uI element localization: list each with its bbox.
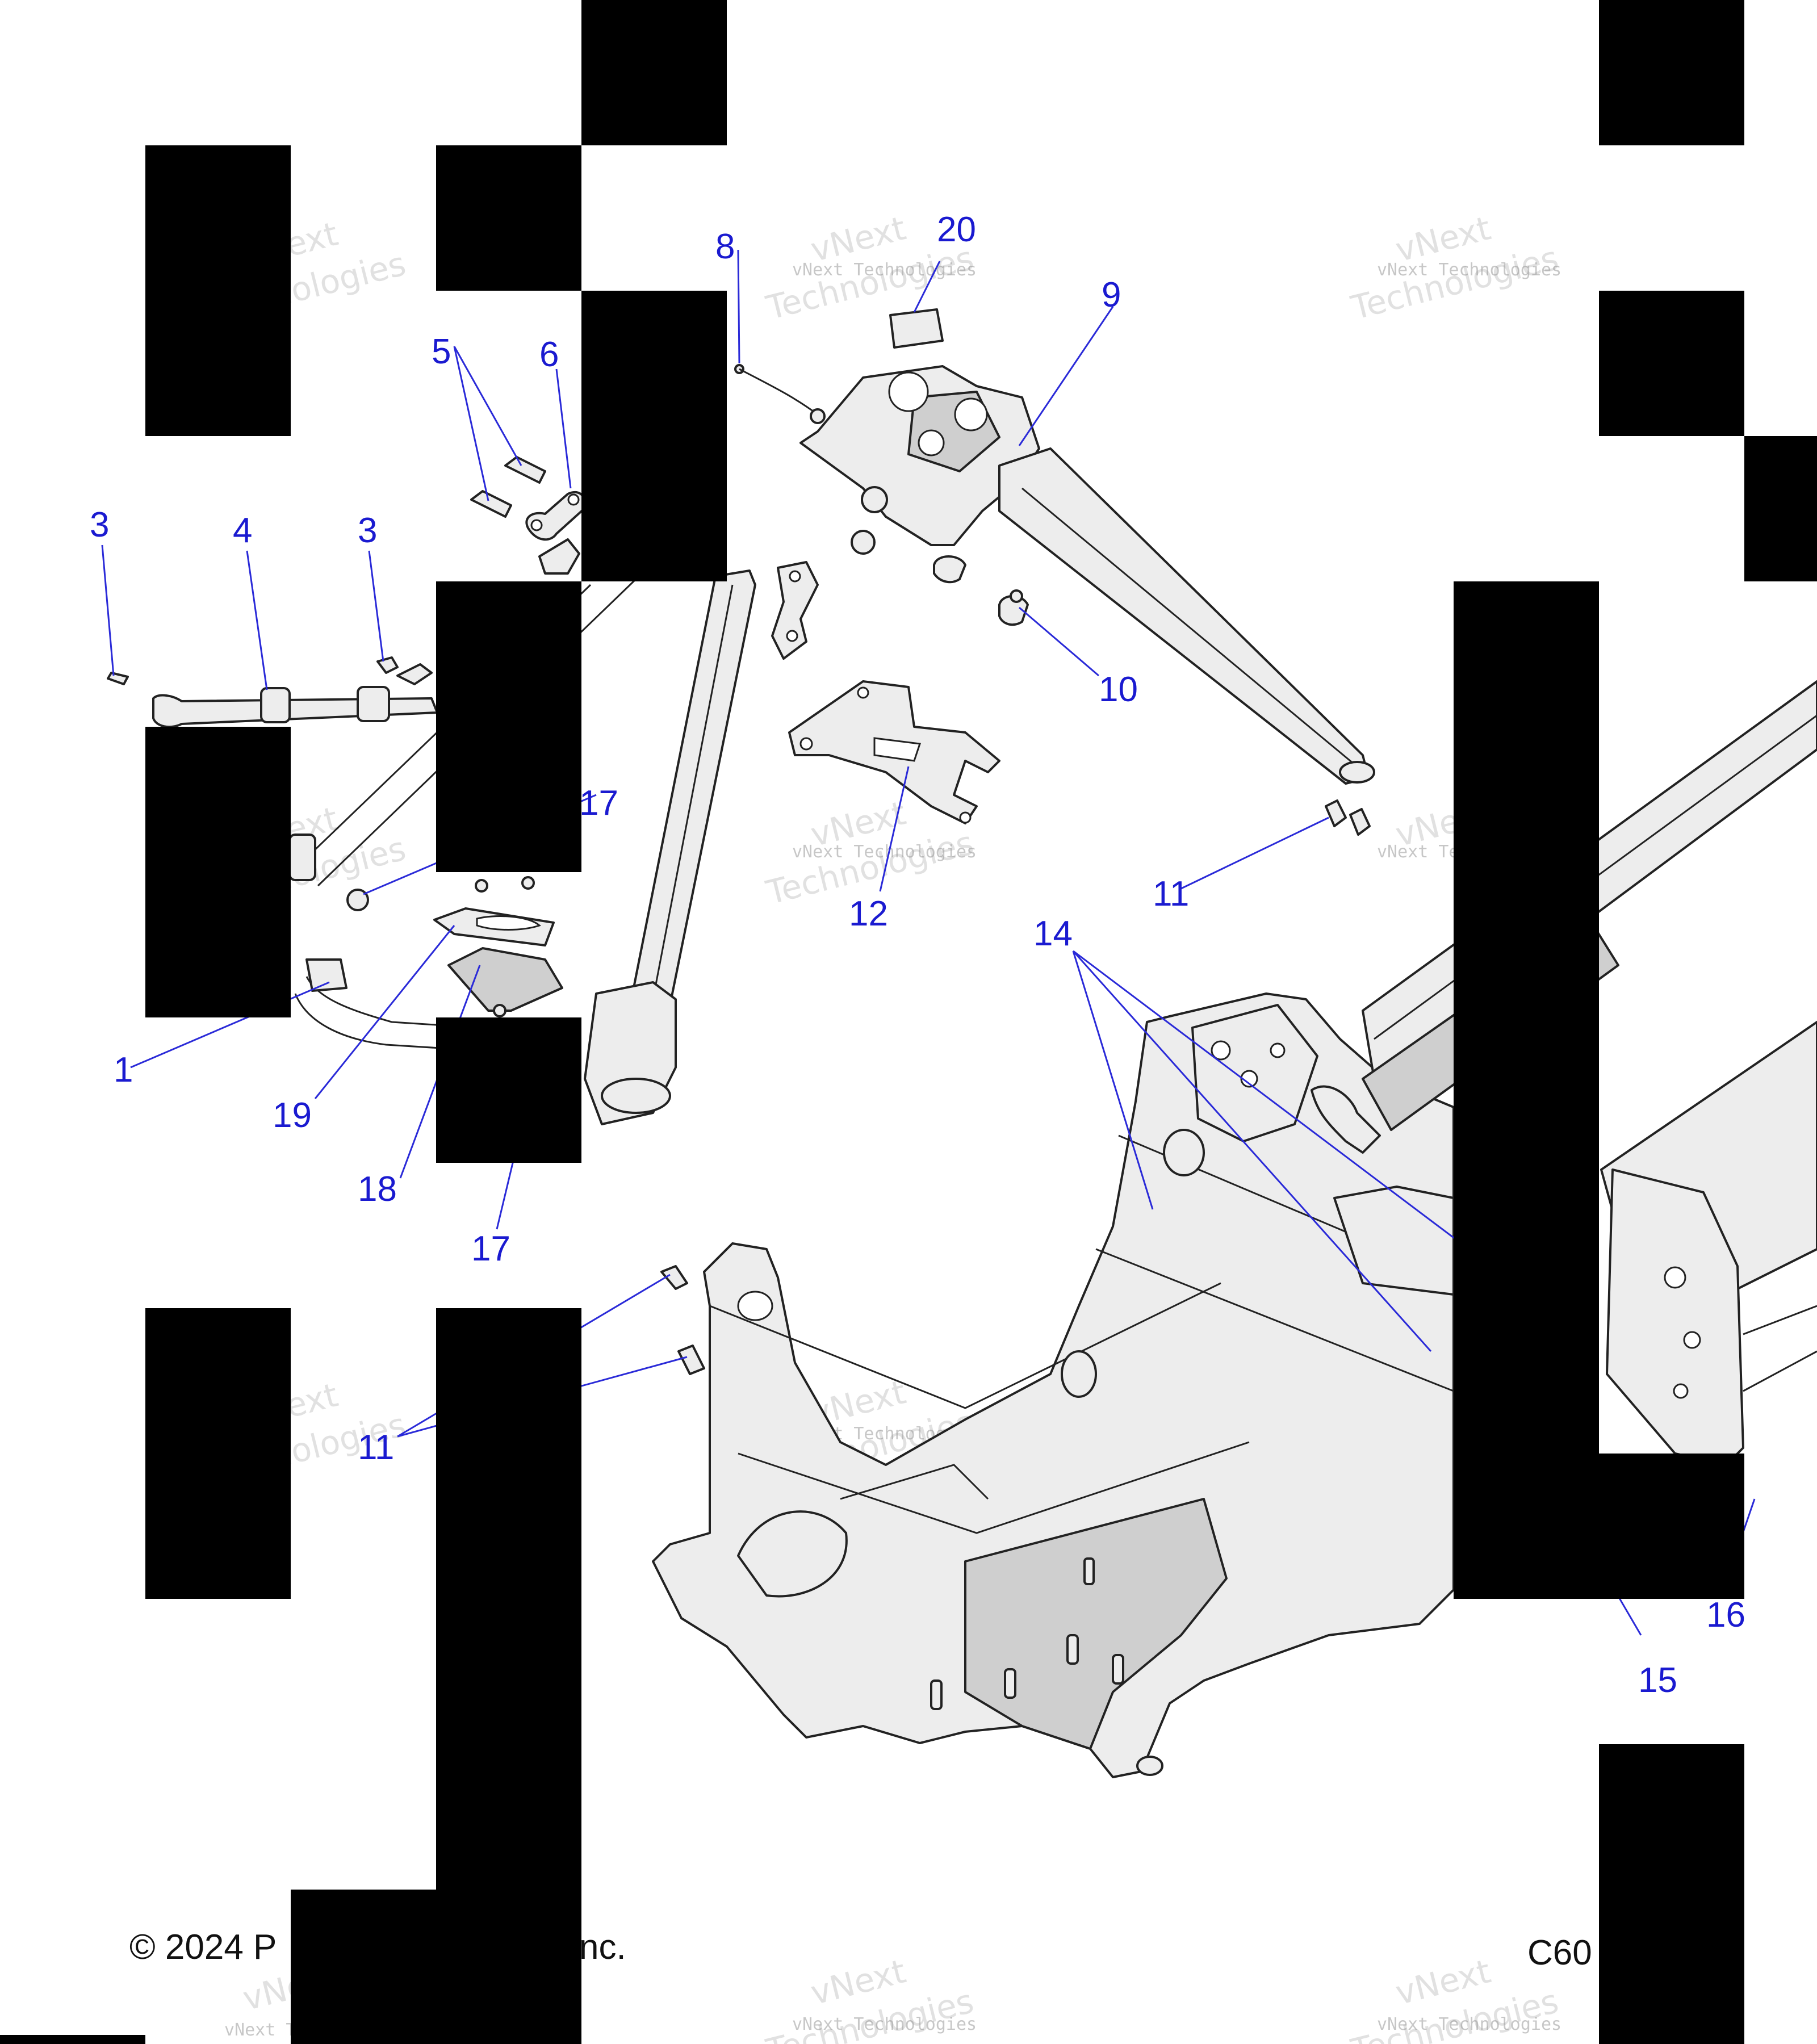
callout-4: 4 <box>233 511 252 550</box>
diagram-code: C60 <box>1527 1933 1592 1972</box>
watermark-text: vNext Technologies <box>792 2014 977 2034</box>
watermark-text: vNext Technologies <box>792 842 977 862</box>
watermark-text: vNext Technologies <box>1377 260 1561 280</box>
callout-5: 5 <box>432 332 451 371</box>
callout-10: 10 <box>1099 670 1138 709</box>
mount-plate-part <box>788 680 1000 824</box>
callout-20: 20 <box>937 210 976 249</box>
callout-18: 18 <box>358 1170 397 1209</box>
callout-19: 19 <box>273 1096 312 1135</box>
watermark-text: vNext Technologies <box>1377 2014 1561 2034</box>
callout-9: 9 <box>1102 275 1121 315</box>
bolt-part <box>660 799 1371 1375</box>
callout-17a: 17 <box>579 784 618 823</box>
callout-17b: 17 <box>471 1229 510 1268</box>
callout-11b: 11 <box>358 1428 394 1467</box>
callout-6: 6 <box>539 335 559 374</box>
callout-1: 1 <box>114 1050 133 1090</box>
callout-labels: 20 8 9 5 6 3 4 3 10 17 12 11 14 1 19 18 … <box>90 210 1745 1700</box>
callout-3b: 3 <box>358 511 377 550</box>
front-strut-part <box>584 569 756 1125</box>
copyright-text: © 2024 P <box>129 1928 277 1967</box>
chassis-part <box>652 992 1455 1778</box>
watermark-text: vNext Technologies <box>792 260 977 280</box>
decal-part <box>889 308 944 349</box>
callout-11a: 11 <box>1153 874 1189 914</box>
copyright-tail: nc. <box>579 1928 626 1967</box>
callout-3a: 3 <box>90 505 109 544</box>
clamp-part <box>933 555 1029 626</box>
callout-14: 14 <box>1033 914 1073 953</box>
cable-part <box>734 364 826 424</box>
callout-16: 16 <box>1706 1595 1745 1635</box>
bolt-link-part <box>470 456 587 575</box>
footer: © 2024 P nc. C60 <box>129 1928 1592 1972</box>
callout-12: 12 <box>849 894 888 933</box>
mount-bracket-part <box>433 876 563 1017</box>
tie-bar-part <box>107 656 438 728</box>
callout-8: 8 <box>715 227 735 266</box>
callout-15: 15 <box>1638 1661 1677 1700</box>
steering-post-part <box>799 365 1375 785</box>
bracket-small-part <box>771 561 819 660</box>
